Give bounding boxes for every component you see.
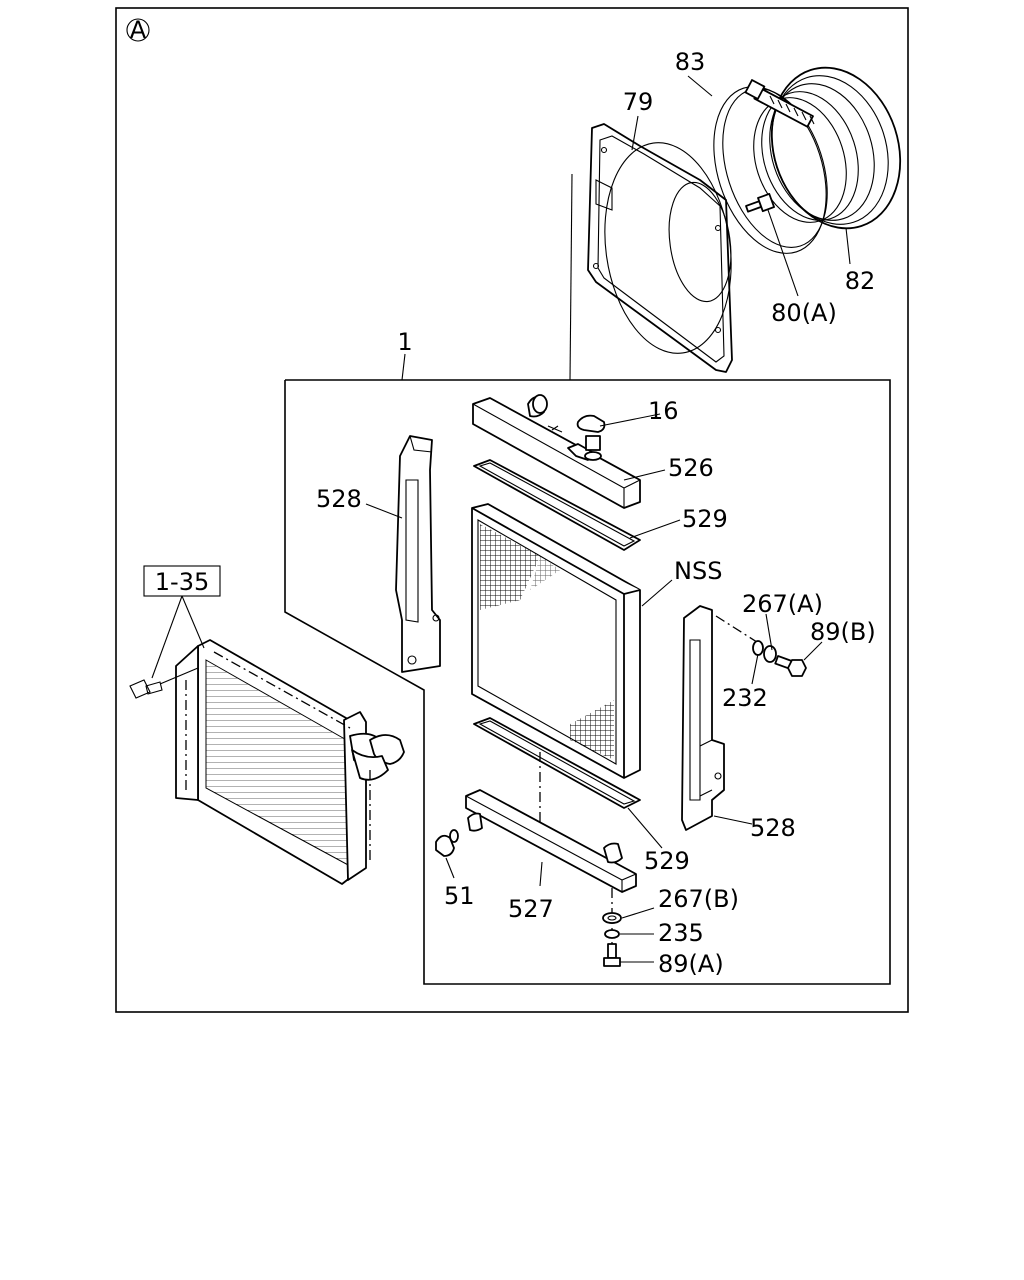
- outer-frame: [115, 7, 909, 1013]
- callout-83: 83: [675, 48, 706, 76]
- callout-232: 232: [722, 684, 768, 712]
- radiator-core: [471, 503, 641, 779]
- lower-tank: [465, 789, 637, 893]
- shroud-bolt: [745, 192, 775, 213]
- callout-82: 82: [845, 267, 876, 295]
- callouts: 1 79 83 82 80(A) 16 526 529 NSS 528 267(…: [316, 48, 876, 978]
- lower-seal: [473, 717, 641, 809]
- callout-526: 526: [668, 454, 714, 482]
- bottom-fasteners: [602, 888, 622, 967]
- upper-seal: [473, 459, 641, 551]
- view-marker-label: A: [130, 16, 147, 44]
- callout-267b: 267(B): [658, 885, 739, 913]
- reference-label: 1-35: [143, 565, 221, 679]
- upper-tank: [472, 394, 641, 509]
- assembly-outline: [284, 353, 891, 985]
- callout-89a: 89(A): [658, 950, 724, 978]
- callout-267a: 267(A): [742, 590, 823, 618]
- radiator-cap: [576, 414, 606, 461]
- callout-80a: 80(A): [771, 299, 837, 327]
- right-bracket: [681, 605, 725, 831]
- callout-529-upper: 529: [682, 505, 728, 533]
- fan-ring: [753, 66, 902, 230]
- view-marker: A: [126, 16, 150, 44]
- callout-16: 16: [648, 397, 679, 425]
- reference-label-text: 1-35: [155, 568, 209, 596]
- reference-radiator: [129, 639, 405, 885]
- callout-529-lower: 529: [644, 847, 690, 875]
- callout-89b: 89(B): [810, 618, 876, 646]
- right-fasteners: [715, 615, 807, 677]
- callout-528-right: 528: [750, 814, 796, 842]
- left-bracket: [395, 435, 441, 673]
- callout-527: 527: [508, 895, 554, 923]
- callout-528-left: 528: [316, 485, 362, 513]
- callout-79: 79: [623, 88, 654, 116]
- fan-shroud: [587, 123, 733, 373]
- callout-nss: NSS: [674, 557, 722, 585]
- callout-235: 235: [658, 919, 704, 947]
- clamp-screw: [744, 79, 815, 128]
- callout-51: 51: [444, 882, 475, 910]
- leader-lines: [365, 75, 851, 963]
- callout-assembly: 1: [397, 328, 412, 356]
- drain-cock: [435, 829, 459, 857]
